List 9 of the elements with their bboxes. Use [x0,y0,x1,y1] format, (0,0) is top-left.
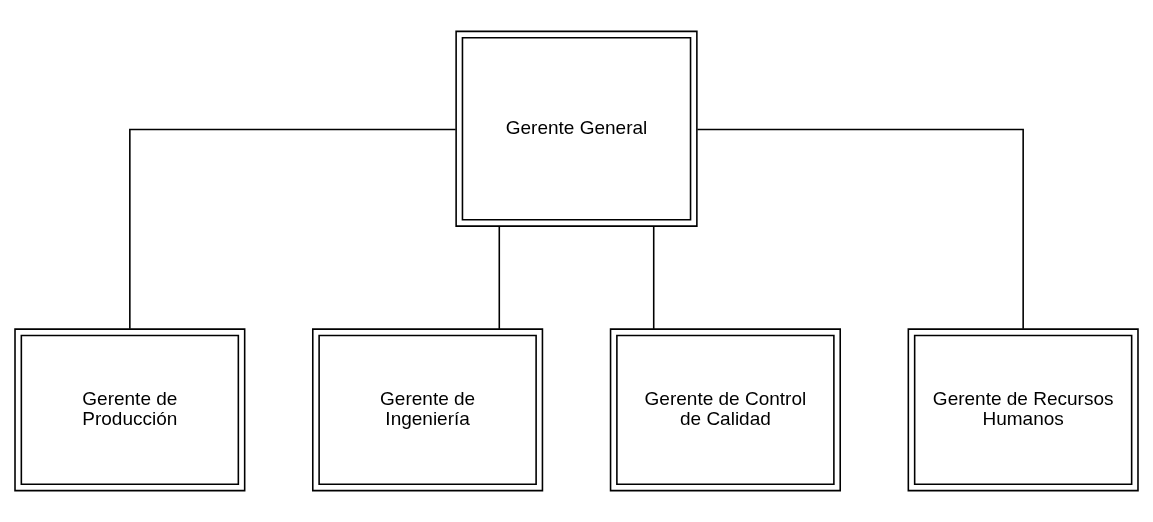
node-box: Gerente de Ingeniería [312,328,544,492]
node-box: Gerente de Producción [14,328,246,492]
node-box: Gerente de Recursos Humanos [907,328,1139,492]
connector [652,225,655,330]
connector [129,128,457,330]
connector [498,225,501,330]
connector [696,128,1024,330]
node-box: Gerente de Control de Calidad [609,328,841,492]
node-box: Gerente General [455,30,698,227]
